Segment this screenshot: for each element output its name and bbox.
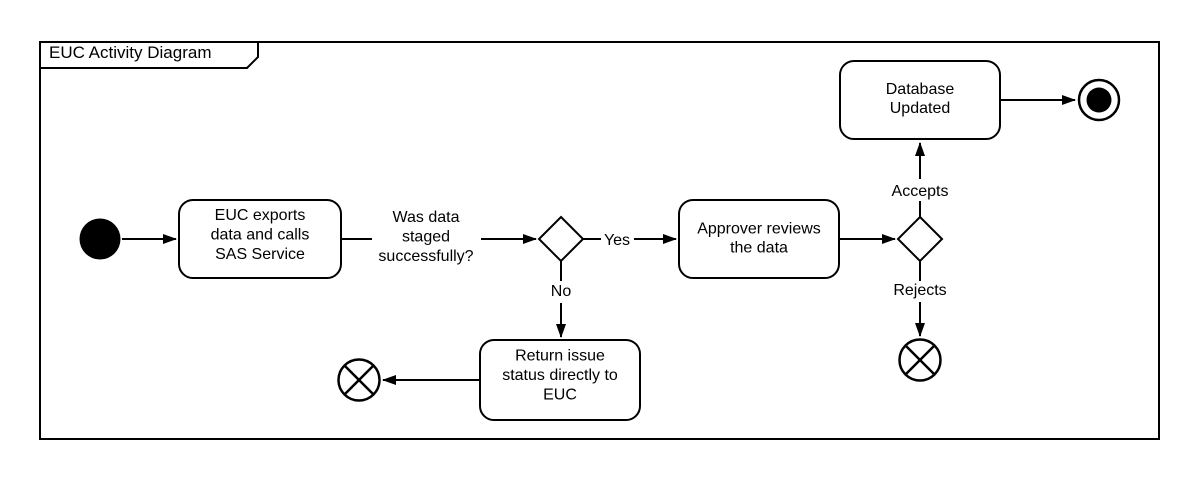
review-task-label-line: Approver reviews <box>697 221 821 238</box>
export-task-label-line: SAS Service <box>215 246 305 263</box>
start-event-node <box>79 218 121 260</box>
database-task-label-line: Updated <box>890 100 951 117</box>
review-task-box <box>678 199 840 279</box>
return-task-box <box>479 339 641 421</box>
diagram-title-tab <box>39 41 259 69</box>
export-task-node: EUC exports data and calls SAS Service <box>178 199 342 279</box>
export-task-box <box>178 199 342 279</box>
diagram-title: EUC Activity Diagram <box>49 43 211 62</box>
question-label-line: Was data <box>393 209 460 226</box>
return-task-node: Return issue status directly to EUC <box>479 339 641 421</box>
end-event-node <box>1077 78 1121 122</box>
question-label-line: staged <box>402 229 450 246</box>
question-label-line: successfully? <box>378 248 473 265</box>
yes-edge-label: Yes <box>604 232 630 249</box>
export-task-label-line: EUC exports <box>215 207 306 224</box>
approval-decision-diamond <box>896 215 944 263</box>
database-task-node: Database Updated <box>839 60 1001 140</box>
return-task-label-line: status directly to <box>502 367 618 384</box>
database-task-label-line: Database <box>886 81 955 98</box>
export-task-label-line: data and calls <box>211 227 310 244</box>
review-task-node: Approver reviews the data <box>678 199 840 279</box>
cancel-event-node-reject <box>898 338 942 382</box>
staged-decision-diamond <box>537 215 585 263</box>
accepts-edge-label: Accepts <box>892 183 949 200</box>
end-event-inner-dot <box>1086 87 1112 113</box>
database-task-box <box>839 60 1001 140</box>
return-task-label-line: Return issue <box>515 348 605 365</box>
cancel-x-icon <box>343 364 375 396</box>
question-edge-label: Was data staged successfully? <box>378 209 473 265</box>
cancel-event-node-return <box>337 358 381 402</box>
return-task-label-line: EUC <box>543 387 577 404</box>
rejects-edge-label: Rejects <box>893 282 946 299</box>
cancel-x-icon <box>904 344 936 376</box>
review-task-label-line: the data <box>730 240 788 257</box>
no-edge-label: No <box>551 283 572 300</box>
